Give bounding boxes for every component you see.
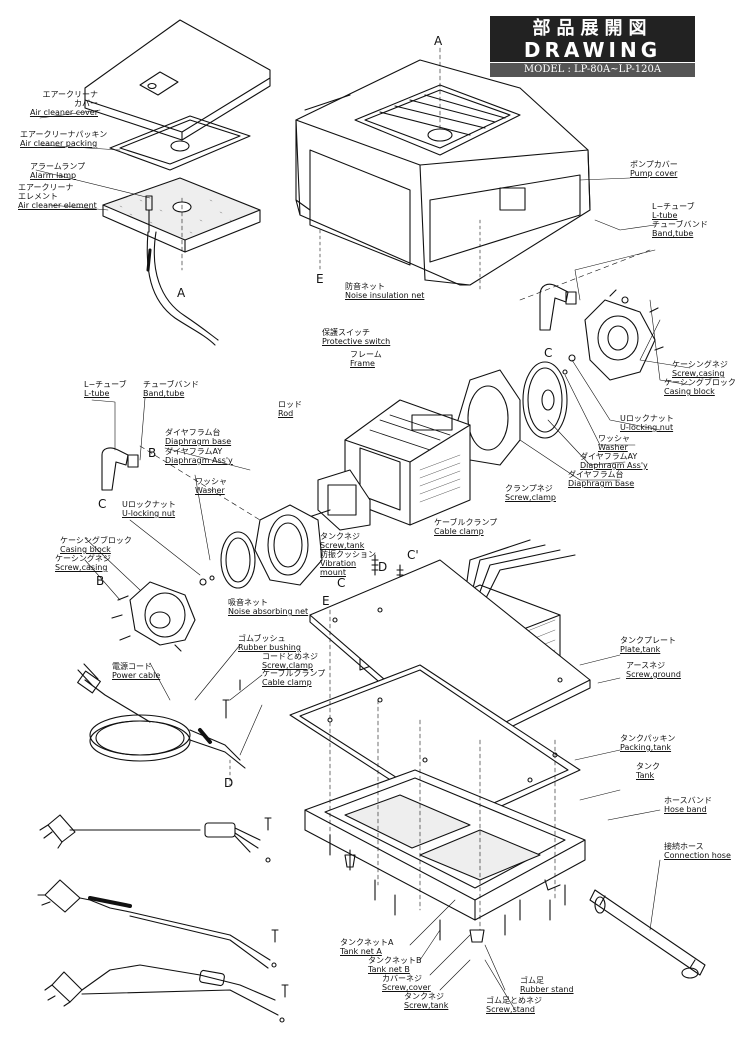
label-plate-tank: タンクプレート Plate,tank bbox=[620, 636, 676, 654]
label-screw-clamp-top: クランプネジ Screw,clamp bbox=[505, 484, 556, 502]
label-diaphragm-base-left: ダイヤフラム台 Diaphragm base bbox=[165, 428, 232, 446]
label-pump-cover: ポンプカバー Pump cover bbox=[630, 160, 678, 178]
label-l-tube-right: L−チューブ L-tube bbox=[652, 202, 695, 220]
label-screw-tank-top: タンクネジ Screw,tank bbox=[320, 532, 365, 550]
ref-letter-b-left: B bbox=[148, 446, 157, 460]
label-air-cleaner-cover: エアークリーナ カバー Air cleaner cover bbox=[29, 90, 98, 117]
label-packing-tank: タンクパッキン Packing,tank bbox=[620, 734, 676, 752]
label-vibration-mount: 防振クッション Vibration mount bbox=[320, 550, 376, 577]
label-power-cable: 電源コード Power cable bbox=[112, 662, 161, 680]
label-noise-insulation-net: 防音ネット Noise insulation net bbox=[345, 282, 425, 300]
label-tank-net-a: タンクネットA Tank net A bbox=[340, 938, 394, 956]
label-diaphragm-assy-right: ダイヤフラムAY Diaphragm Ass'y bbox=[580, 452, 648, 470]
label-alarm-lamp: アラームランプ Alarm lamp bbox=[30, 162, 86, 180]
air-cleaner-cover-art bbox=[84, 19, 271, 141]
label-protective-switch: 保護スイッチ Protective switch bbox=[322, 328, 391, 346]
label-rod: ロッド Rod bbox=[278, 400, 302, 418]
frame-art bbox=[344, 399, 471, 526]
label-cable-clamp-top: ケーブルクランプ Cable clamp bbox=[434, 518, 498, 536]
diaphragm-left-art bbox=[199, 531, 256, 589]
casing-block-left-art bbox=[111, 581, 196, 652]
label-washer-left: ワッシャ Washer bbox=[195, 477, 227, 495]
plug-variant-1-art bbox=[39, 814, 272, 863]
ref-letter-c-prime: C' bbox=[407, 548, 419, 562]
ref-letter-e-top: E bbox=[316, 272, 324, 286]
alarm-lamp-art bbox=[145, 195, 219, 346]
leaders-bottom-right bbox=[409, 654, 661, 1011]
label-band-tube-left: チューブバンド Band,tube bbox=[143, 380, 199, 398]
leaders-cable bbox=[149, 644, 263, 756]
label-band-tube-right: チューブバンド Band,tube bbox=[652, 220, 708, 238]
label-washer-right: ワッシャ Washer bbox=[598, 434, 630, 452]
label-cable-clamp-left: ケーブルクランプ Cable clamp bbox=[262, 669, 326, 687]
plug-variant-3-art bbox=[44, 964, 289, 1023]
title-block: 部品展開図 DRAWING MODEL : LP-80A~LP-120A bbox=[490, 16, 695, 78]
cable-screws-art bbox=[222, 679, 241, 719]
title-english: DRAWING bbox=[490, 38, 695, 62]
ref-letter-d-mid: D bbox=[378, 560, 388, 574]
label-noise-absorbing-net: 吸音ネット Noise absorbing net bbox=[228, 598, 309, 616]
air-cleaner-element-art bbox=[102, 177, 261, 253]
leaders-right-side bbox=[519, 219, 691, 481]
tank-screws-art bbox=[329, 834, 566, 943]
label-u-locking-nut-left: Uロックナット U-locking nut bbox=[122, 500, 176, 518]
label-tank: タンク Tank bbox=[636, 762, 660, 780]
guide-lines bbox=[329, 609, 556, 931]
casing-block-right-art bbox=[584, 289, 664, 381]
label-screw-clamp-left: コードとめネジ Screw,clamp bbox=[262, 652, 318, 670]
pump-cover-art bbox=[295, 59, 591, 291]
label-u-locking-nut-right: Uロックナット U-locking nut bbox=[620, 414, 674, 432]
l-tube-left-art bbox=[101, 447, 139, 491]
label-screw-stand: ゴム足とめネジ Screw,stand bbox=[486, 996, 542, 1014]
label-air-cleaner-packing: エアークリーナパッキン Air cleaner packing bbox=[20, 130, 108, 148]
label-screw-tank-bottom: タンクネジ Screw,tank bbox=[404, 992, 449, 1010]
label-frame: フレーム Frame bbox=[350, 350, 382, 368]
ref-letter-e-mid: E bbox=[322, 594, 330, 608]
ref-letter-a-top: A bbox=[434, 34, 443, 48]
tank-art bbox=[304, 769, 586, 921]
label-casing-block-left: ケーシングブロック Casing block bbox=[60, 536, 132, 554]
title-japanese: 部品展開図 bbox=[490, 16, 695, 39]
label-screw-ground: アースネジ Screw,ground bbox=[626, 661, 681, 679]
ref-letter-c-left: C bbox=[98, 497, 107, 511]
label-rubber-bushing: ゴムブッシュ Rubber bushing bbox=[238, 634, 301, 652]
label-l-tube-left: L−チューブ L-tube bbox=[84, 380, 127, 398]
ref-letter-b-lower: B bbox=[96, 574, 105, 588]
ref-letter-c-right: C bbox=[544, 346, 553, 360]
label-diaphragm-assy-left: ダイヤフラムAY Diaphragm Ass'y bbox=[165, 447, 233, 465]
model-number: MODEL : LP-80A~LP-120A bbox=[490, 63, 695, 77]
label-screw-casing-right: ケーシングネジ Screw,casing bbox=[672, 360, 728, 378]
diaphragm-base-left-art bbox=[254, 504, 323, 586]
plug-variant-2-art bbox=[37, 879, 279, 969]
ref-letter-a-left: A bbox=[177, 286, 186, 300]
label-connection-hose: 接続ホース Connection hose bbox=[664, 842, 731, 860]
label-casing-block-right: ケーシングブロック Casing block bbox=[664, 378, 736, 396]
label-air-cleaner-element: エアークリーナ エレメント Air cleaner element bbox=[18, 183, 97, 210]
ref-letter-d-cable: D bbox=[224, 776, 234, 790]
label-diaphragm-base-right: ダイヤフラム台 Diaphragm base bbox=[568, 470, 635, 488]
label-screw-casing-left: ケーシングネジ Screw,casing bbox=[55, 554, 111, 572]
power-cable-art bbox=[77, 663, 246, 786]
leaders-top-left bbox=[35, 109, 183, 271]
leaders-left-side bbox=[84, 397, 261, 601]
l-tube-right-art bbox=[539, 283, 577, 331]
label-hose-band: ホースバンド Hose band bbox=[664, 796, 712, 814]
air-cleaner-packing-art bbox=[109, 115, 251, 171]
ref-letter-c-mid: C bbox=[337, 576, 346, 590]
leaders-pump-cover bbox=[319, 47, 631, 271]
label-tank-net-b: タンクネットB Tank net B bbox=[368, 956, 422, 974]
label-screw-cover: カバーネジ Screw,cover bbox=[382, 974, 431, 992]
label-rubber-stand: ゴム足 Rubber stand bbox=[520, 976, 574, 994]
connection-hose-art bbox=[589, 889, 706, 979]
diaphragm-right-art bbox=[522, 354, 576, 439]
